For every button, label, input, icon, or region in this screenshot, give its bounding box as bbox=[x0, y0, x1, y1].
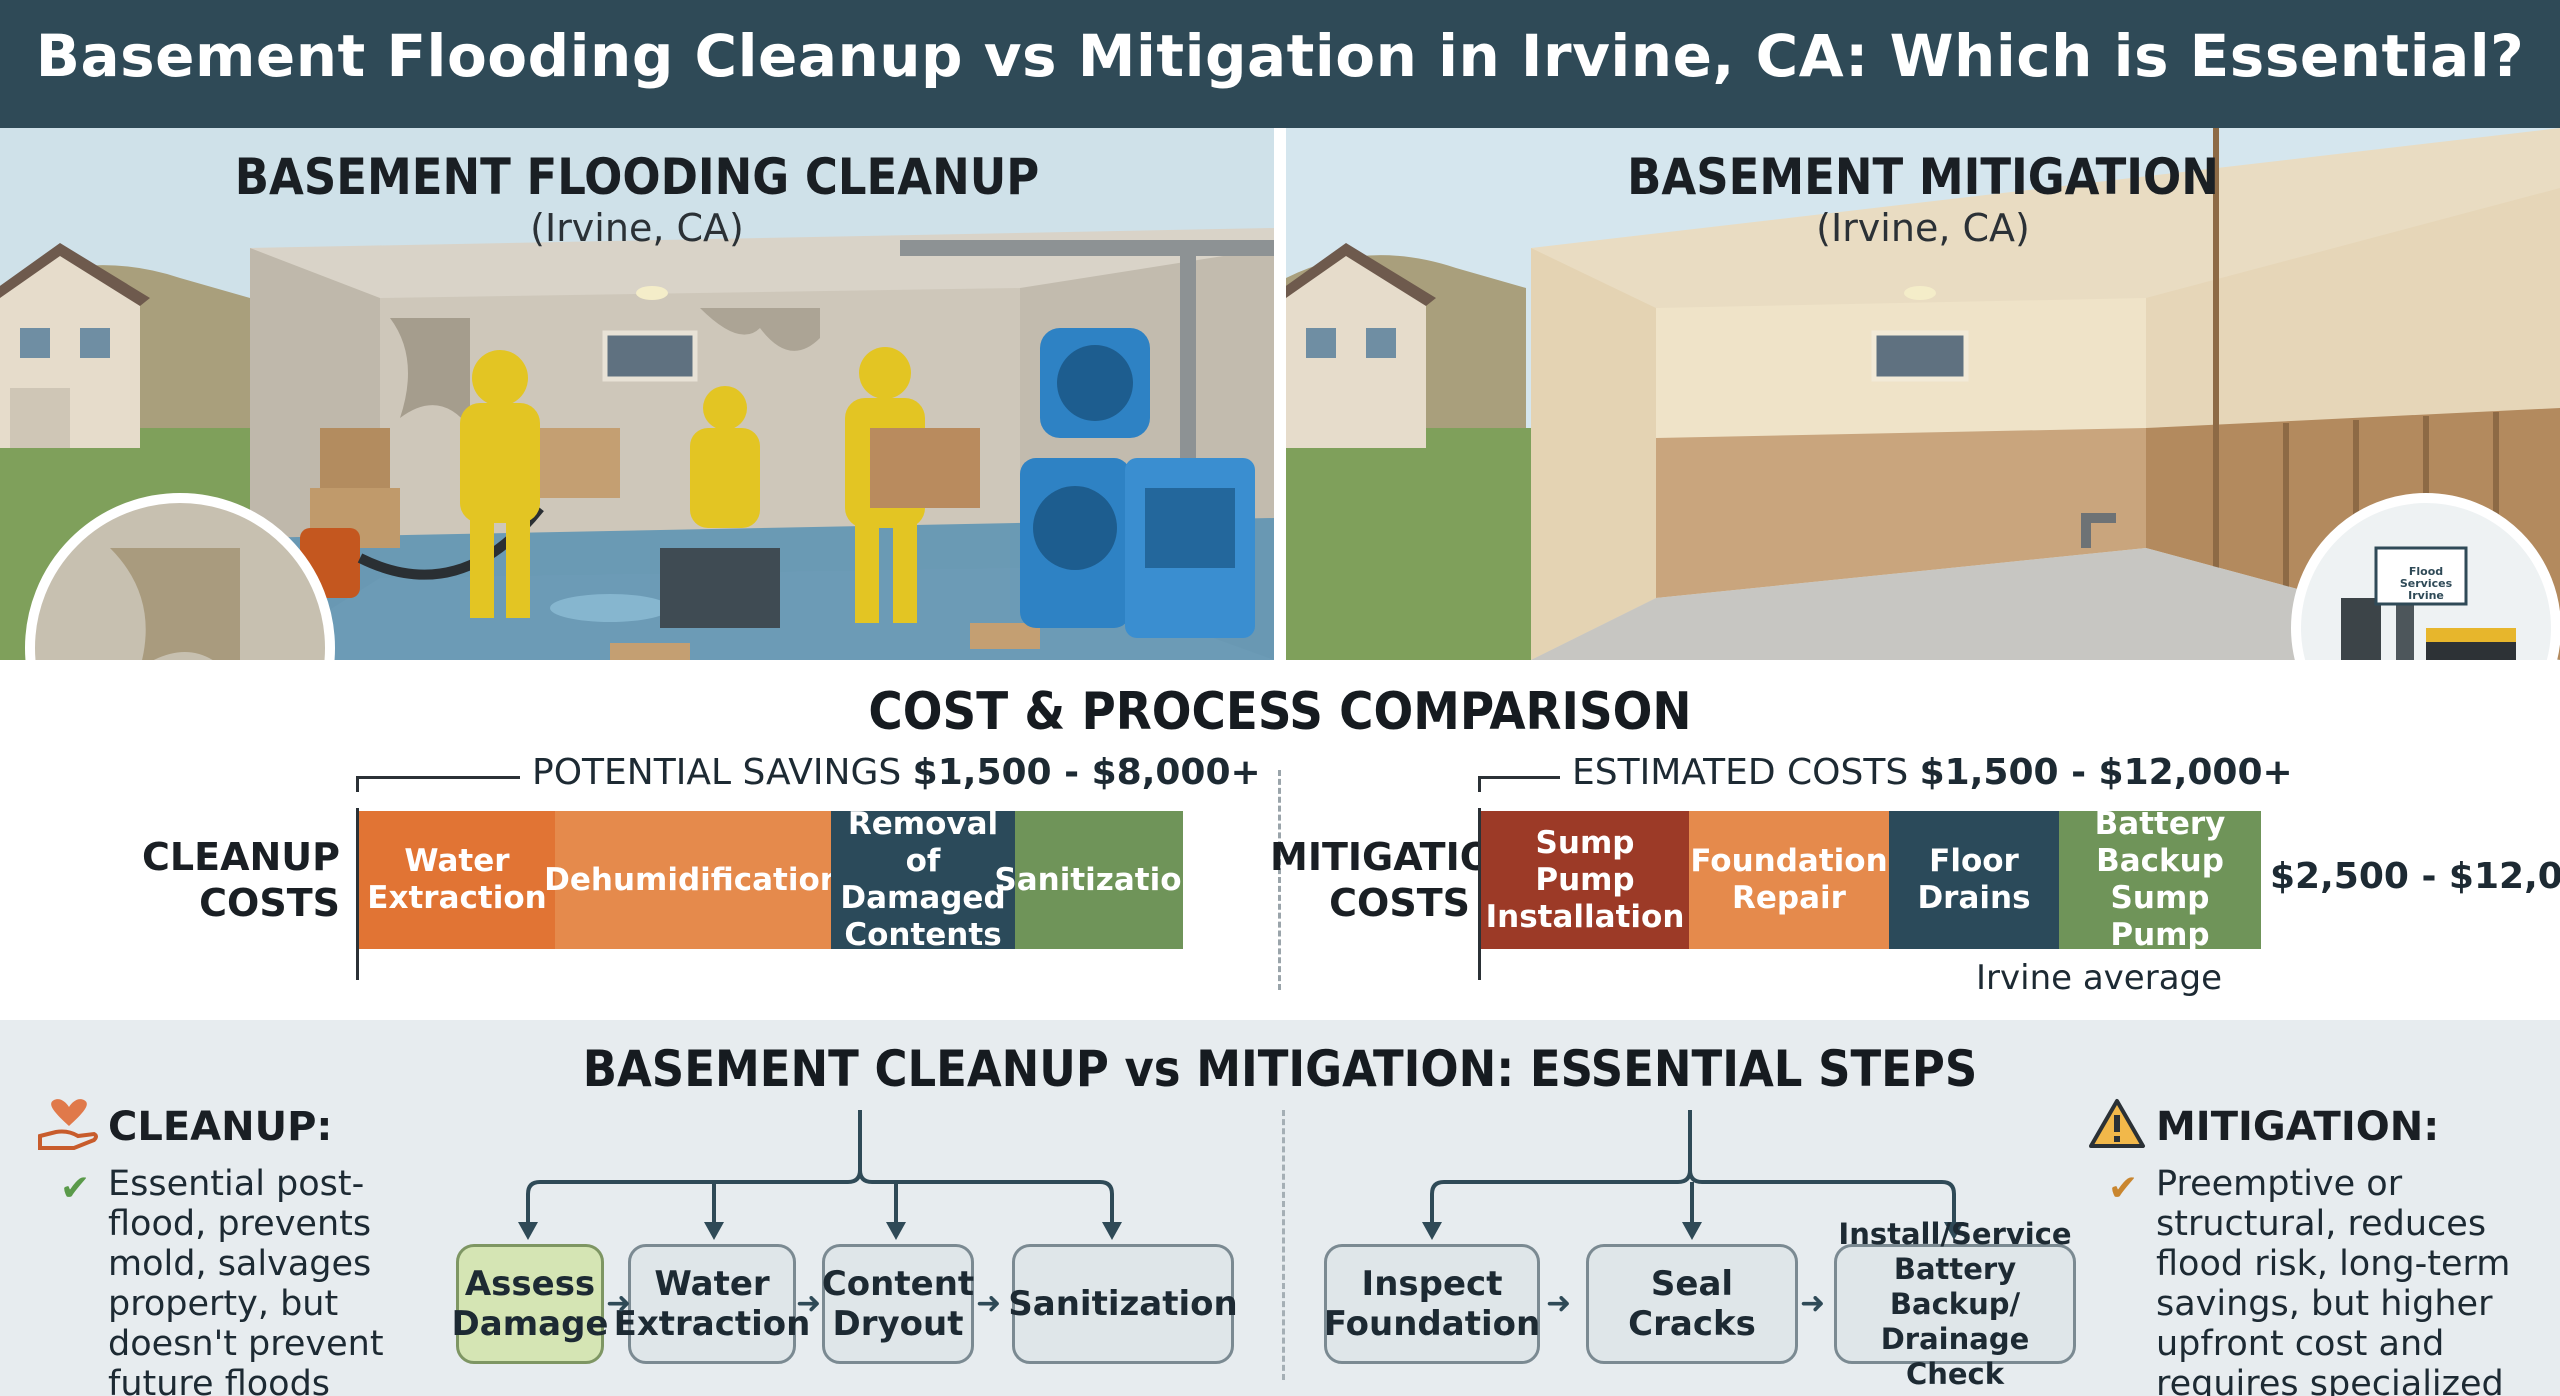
checkmark-icon: ✔ bbox=[60, 1168, 91, 1209]
mitigation-cost-bar: Sump Pump Installation Foundation Repair… bbox=[1481, 806, 2261, 953]
steps-panel bbox=[0, 1020, 2560, 1396]
step-seal-cracks: Seal Cracks bbox=[1586, 1244, 1798, 1364]
header-bar bbox=[0, 0, 2560, 128]
service-sign: Flood Services Irvine bbox=[2399, 565, 2453, 602]
hazmat-worker-3 bbox=[845, 347, 980, 623]
mitigation-heading: MITIGATION: bbox=[2156, 1104, 2440, 1150]
sump-pump-inset bbox=[2291, 493, 2560, 660]
page-title: Basement Flooding Cleanup vs Mitigation … bbox=[35, 22, 2525, 90]
checkmark-icon: ✔ bbox=[2108, 1168, 2139, 1209]
cleanup-costs-label-line2: COSTS bbox=[199, 881, 340, 925]
steps-divider bbox=[1282, 1110, 1285, 1380]
cleanup-flow-connectors bbox=[518, 1110, 1122, 1240]
hazmat-worker-2 bbox=[690, 386, 760, 528]
mitigation-costs-label-line2: COSTS bbox=[1329, 881, 1470, 925]
warning-icon bbox=[2088, 1098, 2146, 1150]
cleanup-description: Essential post-flood, prevents mold, sal… bbox=[108, 1164, 384, 1396]
cleanup-scene: BASEMENT FLOODING CLEANUP (Irvine, CA) bbox=[0, 128, 1274, 660]
cleanup-seg-water-extraction: Water Extraction bbox=[359, 811, 555, 949]
cleanup-scene-subtitle: (Irvine, CA) bbox=[530, 206, 744, 250]
mitigation-flow-connectors bbox=[1422, 1110, 1964, 1240]
estimate-bracket-label: ESTIMATED COSTS $1,500 - $12,000+ bbox=[1560, 752, 2305, 793]
air-mover bbox=[1020, 328, 1150, 628]
cleanup-scene-title: BASEMENT FLOODING CLEANUP bbox=[234, 148, 1040, 206]
mitigation-cost-caption: Irvine average bbox=[1976, 958, 2223, 998]
cleanup-seg-sanitization: Sanitization bbox=[994, 811, 1204, 949]
comparison-title: COST & PROCESS COMPARISON bbox=[868, 682, 1692, 742]
step-inspect-foundation: Inspect Foundation bbox=[1324, 1244, 1540, 1364]
mitigation-scene: Flood Services Irvine BASEMENT MITIGATIO… bbox=[1286, 128, 2560, 660]
mitigation-seg-sump-pump: Sump Pump Installation bbox=[1481, 811, 1689, 949]
cleanup-seg-dehumidification: Dehumidification bbox=[544, 811, 842, 949]
cleanup-heading: CLEANUP: bbox=[108, 1104, 333, 1150]
finished-basement-illustration bbox=[1286, 128, 2560, 660]
hazmat-worker-1 bbox=[460, 350, 540, 618]
savings-value: $1,500 - $8,000+ bbox=[912, 752, 1261, 793]
mitigation-scene-subtitle: (Irvine, CA) bbox=[1816, 206, 2030, 250]
step-install-battery-backup: Install/Service Battery Backup/ Drainage… bbox=[1834, 1217, 2076, 1391]
cleanup-costs-label-line1: CLEANUP bbox=[142, 835, 340, 879]
arrow-right-icon: ➜ bbox=[976, 1286, 1002, 1321]
cleanup-cost-bar: Water Extraction Dehumidification Remova… bbox=[359, 806, 1204, 953]
step-assess-damage: Assess Damage bbox=[452, 1244, 608, 1364]
step-sanitization: Sanitization bbox=[1008, 1244, 1238, 1364]
neighbor-house bbox=[1286, 243, 1436, 448]
comparison-divider bbox=[1278, 770, 1281, 990]
estimate-prefix: ESTIMATED COSTS bbox=[1572, 752, 1909, 793]
cleanup-costs-label: CLEANUP COSTS bbox=[120, 834, 340, 926]
mitigation-seg-battery-backup: Battery Backup Sump Pump bbox=[2059, 806, 2261, 953]
arrow-right-icon: ➜ bbox=[1800, 1286, 1826, 1321]
step-water-extraction: Water Extraction bbox=[614, 1244, 810, 1364]
savings-prefix: POTENTIAL SAVINGS bbox=[532, 752, 902, 793]
arrow-right-icon: ➜ bbox=[796, 1286, 822, 1321]
mold-inset bbox=[25, 493, 335, 660]
dehumidifier bbox=[1125, 458, 1255, 638]
flooded-basement-illustration bbox=[0, 128, 1274, 660]
mitigation-seg-foundation-repair: Foundation Repair bbox=[1689, 811, 1889, 949]
mitigation-description: Preemptive or structural, reduces flood … bbox=[2156, 1164, 2511, 1396]
savings-bracket-label: POTENTIAL SAVINGS $1,500 - $8,000+ bbox=[520, 752, 1273, 793]
steps-title: BASEMENT CLEANUP vs MITIGATION: ESSENTIA… bbox=[582, 1040, 1978, 1098]
heart-hand-icon bbox=[38, 1096, 100, 1152]
mitigation-cost-range: $2,500 - $12,000+ bbox=[2270, 856, 2560, 897]
neighbor-house bbox=[0, 243, 150, 448]
mitigation-costs-label: MITIGATION COSTS bbox=[1270, 834, 1524, 926]
mitigation-scene-title: BASEMENT MITIGATION bbox=[1627, 148, 2219, 206]
mitigation-seg-floor-drains: Floor Drains bbox=[1889, 811, 2059, 949]
cleanup-axis-line bbox=[356, 808, 359, 980]
cleanup-seg-removal-contents: Removal of Damaged Contents bbox=[831, 806, 1015, 953]
arrow-right-icon: ➜ bbox=[606, 1286, 632, 1321]
mitigation-axis-line bbox=[1478, 808, 1481, 980]
estimate-value: $1,500 - $12,000+ bbox=[1919, 752, 2293, 793]
mitigation-costs-label-line1: MITIGATION bbox=[1270, 835, 1524, 879]
step-content-dryout: Content Dryout bbox=[822, 1244, 974, 1364]
arrow-right-icon: ➜ bbox=[1546, 1286, 1572, 1321]
